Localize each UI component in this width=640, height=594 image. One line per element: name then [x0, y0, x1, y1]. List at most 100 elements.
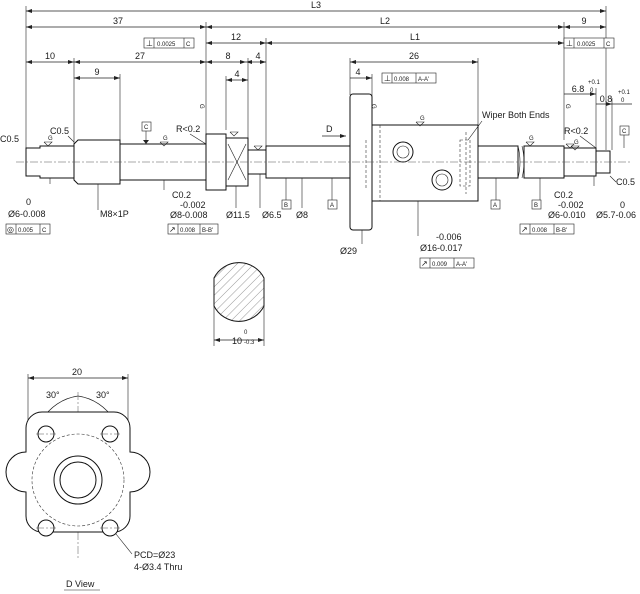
dia29: Ø29 [340, 246, 357, 256]
flat-tol-bot: -0.3 [244, 340, 255, 346]
runout-value: 0.008 [180, 228, 196, 234]
thread-label: M8×1P [100, 209, 129, 219]
circ-frame-left: ◎ 0.005 C [5, 223, 51, 235]
perp-frame-left: ⊥ 0.0025 C [143, 37, 195, 49]
d-view-title: D View [66, 579, 95, 589]
runout-value: 0.008 [532, 228, 548, 234]
dim-12: 12 [231, 32, 241, 42]
datum-label: B [284, 203, 288, 209]
perp-value: 0.008 [394, 77, 410, 83]
dim-8: 8 [225, 51, 230, 61]
perp-datum: C [186, 42, 191, 48]
wiper-note: Wiper Both Ends [482, 110, 550, 120]
circ-value: 0.005 [18, 228, 34, 234]
dim-9-left: 9 [94, 67, 99, 77]
top-dimensions: L3 37 L2 9 12 L1 10 27 8 4 9 4 26 [25, 0, 632, 150]
dim-9-right: 9 [581, 16, 586, 26]
dia16-bot: Ø16-0.017 [420, 243, 463, 253]
finish-g: G [574, 140, 579, 146]
chamfer-left-2: C0.5 [50, 126, 69, 136]
dia5-7-bot: Ø5.7-0.06 [596, 210, 636, 220]
radius-right: R<0.2 [564, 126, 588, 136]
finish-g: G [370, 104, 376, 109]
finish-g: G [529, 136, 534, 142]
radius-left: R<0.2 [176, 124, 200, 134]
runout-datum: A-A' [456, 262, 467, 268]
dim-l2: L2 [380, 16, 390, 26]
runout-symbol: ↗ [169, 225, 176, 234]
dia6r-bot: Ø6-0.010 [548, 210, 586, 220]
perp-symbol: ⊥ [566, 39, 573, 48]
runout-frame-nut: ↗ 0.009 A-A' [419, 257, 475, 269]
runout-symbol: ↗ [421, 259, 428, 268]
dim-6-8-tol-top: +0.1 [588, 80, 601, 86]
dim-6-8: 6.8 [572, 84, 585, 94]
runout-datum: B-B' [202, 228, 213, 234]
finish-g: G [420, 116, 425, 122]
datum-a-right: A [490, 199, 501, 210]
chamfer-right: C0.5 [616, 177, 635, 187]
angle-left: 30° [46, 390, 60, 400]
dia5-7-top: 0 [620, 200, 625, 210]
runout-frame-right: ↗ 0.008 B-B' [519, 223, 575, 235]
runout-symbol: ↗ [521, 225, 528, 234]
dia6-5: Ø6.5 [262, 210, 282, 220]
circ-symbol: ◎ [7, 225, 14, 234]
datum-label: B [534, 203, 538, 209]
datum-b-left: B [281, 199, 292, 210]
datum-label: A [330, 203, 334, 209]
direction-d: D [326, 124, 333, 134]
datum-label: C [144, 125, 149, 131]
dia6r-top: -0.002 [558, 200, 584, 210]
dia6-top: 0 [26, 197, 31, 207]
perp-symbol: ⊥ [146, 39, 153, 48]
circ-datum: C [42, 228, 47, 234]
surface-finish-marks: G G G G G G G G [43, 104, 580, 151]
dim-26: 26 [409, 51, 419, 61]
finish-g: G [48, 136, 53, 142]
shaft-labels: C0.5 C0.5 R<0.2 R<0.2 C0.5 D Wiper Both … [0, 110, 635, 187]
angle-right: 30° [96, 390, 110, 400]
chamfer-c02-right: C0.2 [554, 190, 573, 200]
flat-section-view: 10 0 -0.3 [213, 262, 265, 346]
datum-b-right: B [531, 199, 542, 210]
dim-10: 10 [45, 51, 55, 61]
dim-37: 37 [113, 16, 123, 26]
datum-a-left: A [327, 199, 338, 210]
chamfer-c02-left: C0.2 [172, 190, 191, 200]
ball-screw-shaft [16, 93, 630, 231]
dim-0-8-tol-top: +0.1 [618, 90, 631, 96]
dia8-bot: Ø8-0.008 [170, 210, 208, 220]
datum-label: A [493, 203, 497, 209]
dim-6-8-tol-bot: 0 [590, 88, 594, 94]
perp-frame-right: ⊥ 0.0025 C [563, 37, 615, 49]
perp-value: 0.0025 [157, 42, 176, 48]
pcd-label: PCD=Ø23 [134, 550, 175, 560]
dim-l3: L3 [311, 0, 321, 10]
dim-4-nut: 4 [355, 67, 360, 77]
finish-g: G [198, 104, 204, 109]
datum-label: C [622, 129, 627, 135]
flat-width: 10 [232, 336, 242, 346]
perp-frame-nut: ⊥ 0.008 A-A' [381, 72, 437, 84]
finish-g: G [163, 136, 168, 142]
dim-0-8-tol-bot: 0 [621, 98, 625, 104]
dim-4-a: 4 [234, 69, 239, 79]
dia8-top: -0.002 [180, 200, 206, 210]
datum-c-left: C [141, 121, 152, 144]
perp-value: 0.0025 [577, 42, 596, 48]
datum-c-right: C [619, 125, 630, 148]
finish-g: G [564, 104, 570, 109]
dim-27: 27 [135, 51, 145, 61]
runout-frame-left: ↗ 0.008 B-B' [167, 223, 219, 235]
runout-value: 0.009 [432, 262, 448, 268]
holes-label: 4-Ø3.4 Thru [134, 562, 182, 572]
chamfer-left: C0.5 [0, 134, 19, 144]
dia6-bot: Ø6-0.008 [8, 209, 46, 219]
flange-width: 20 [72, 367, 82, 377]
flange-d-view: 20 30° 30° PCD=Ø23 4-Ø3.4 Thru D View [5, 367, 182, 591]
shaft-bottom-labels: 0 Ø6-0.008 M8×1P C0.2 -0.002 Ø8-0.008 Ø1… [8, 190, 636, 256]
runout-datum: B-B' [556, 228, 567, 234]
flat-tol-top: 0 [244, 330, 248, 336]
